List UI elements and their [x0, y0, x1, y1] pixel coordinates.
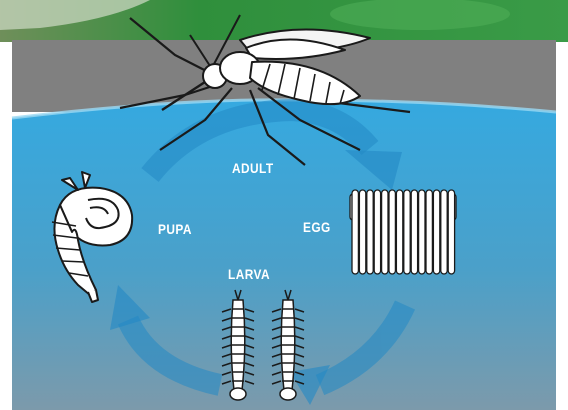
- stage-label-egg: EGG: [303, 219, 331, 235]
- stage-label-adult: ADULT: [232, 160, 274, 176]
- egg: [352, 190, 358, 274]
- egg: [419, 190, 425, 274]
- egg: [374, 190, 380, 274]
- egg: [426, 190, 432, 274]
- egg: [382, 190, 388, 274]
- egg: [367, 190, 373, 274]
- stage-label-larva: LARVA: [228, 266, 270, 282]
- egg: [359, 190, 365, 274]
- egg: [441, 190, 447, 274]
- stage-label-pupa: PUPA: [158, 221, 192, 237]
- egg-raft-icon: [350, 190, 456, 274]
- egg: [404, 190, 410, 274]
- egg: [448, 190, 454, 274]
- egg: [411, 190, 417, 274]
- egg: [396, 190, 402, 274]
- egg: [433, 190, 439, 274]
- egg: [389, 190, 395, 274]
